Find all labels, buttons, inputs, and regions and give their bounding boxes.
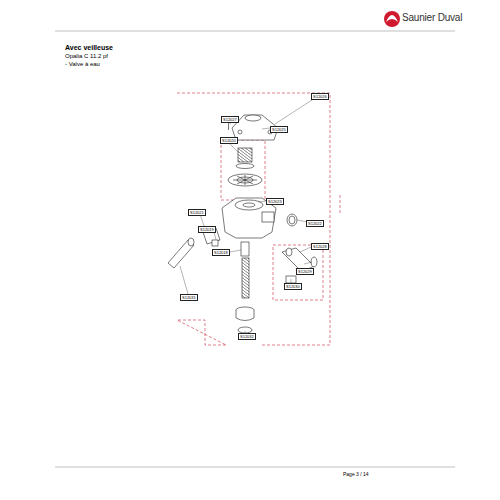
callout-number: S12020 <box>220 137 238 144</box>
section-name: - Valve à eau <box>65 61 100 67</box>
callout-number: S12027 <box>221 116 239 123</box>
callout-number: S12030 <box>284 283 302 290</box>
callout-number: S12023 <box>266 198 284 205</box>
brand-name: Saunier Duval <box>402 12 462 23</box>
callout-number: S12029 <box>296 268 314 275</box>
callout-number: S12019 <box>198 226 216 233</box>
callout-number: S12018 <box>212 249 230 256</box>
logo-mark <box>384 11 400 27</box>
leader-lines <box>180 98 315 333</box>
valve-parts <box>168 115 317 333</box>
callout-number: S12032 <box>238 333 256 340</box>
header-rule <box>55 31 455 32</box>
model-name: Opalia C 11.2 pf <box>65 53 108 59</box>
page-number: Page 3 / 14 <box>343 471 369 477</box>
callout-number: S12022 <box>306 220 324 227</box>
kit-outline <box>177 93 340 345</box>
page-title: Avec veilleuse <box>65 44 113 51</box>
callout-number: S12031 <box>180 294 198 301</box>
callout-number: S12025 <box>270 126 288 133</box>
footer-rule <box>55 467 455 468</box>
callout-number: S12028 <box>311 243 329 250</box>
callout-number: S12026 <box>311 93 329 100</box>
callout-number: S12021 <box>188 209 206 216</box>
